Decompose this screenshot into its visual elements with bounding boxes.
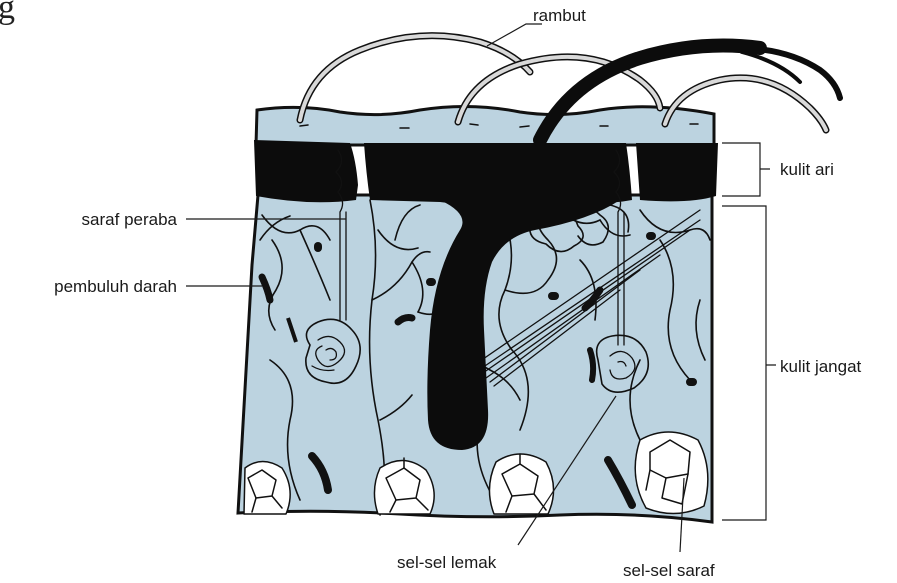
brackets: [722, 143, 776, 520]
heading-fragment: g: [0, 0, 15, 26]
label-epidermis: kulit ari: [780, 160, 834, 179]
label-blood-vessel: pembuluh darah: [54, 277, 177, 296]
leader-hair: [487, 24, 542, 46]
label-hair: rambut: [533, 6, 586, 25]
skin-surface: [256, 106, 714, 145]
label-touch-nerve: saraf peraba: [82, 210, 178, 229]
epidermis-bracket: [722, 143, 770, 196]
fat-cluster-right: [635, 432, 708, 514]
epidermis-layer: [254, 140, 718, 204]
label-fat-cells: sel-sel lemak: [397, 553, 497, 572]
fat-cluster-left: [244, 462, 290, 515]
label-dermis: kulit jangat: [780, 357, 862, 376]
label-nerve-cells: sel-sel saraf: [623, 561, 715, 580]
dermis-bracket: [722, 206, 776, 520]
